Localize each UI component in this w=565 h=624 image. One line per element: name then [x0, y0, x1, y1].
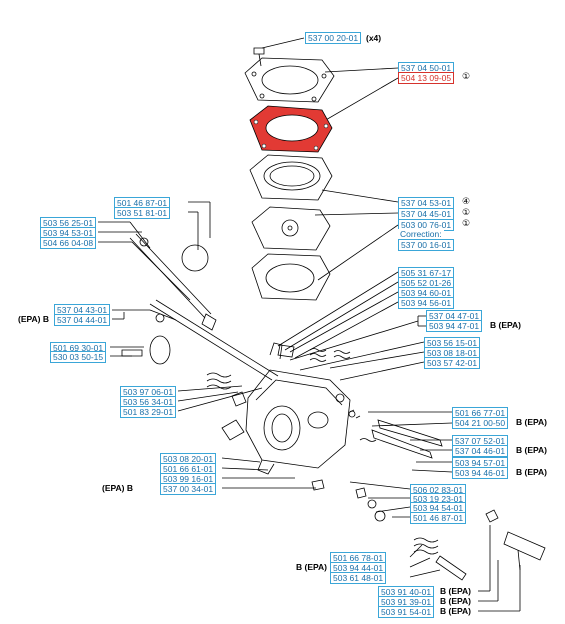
part-label-p48[interactable]: 503 91 54-01 [378, 606, 435, 618]
part-label-p32[interactable]: 537 04 46-01 [452, 445, 509, 457]
part-label-p25[interactable]: 503 57 42-01 [424, 357, 481, 369]
quantity-note: (x4) [366, 33, 382, 43]
part-label-p20[interactable]: 537 04 44-01 [54, 314, 111, 326]
b-epa-note: B (EPA) [516, 417, 548, 427]
circle-4-marker: ④ [462, 197, 471, 207]
b-epa-note: B (EPA) [440, 596, 472, 606]
circle-1-marker: ① [462, 72, 471, 82]
epa-b-note: (EPA) B [102, 483, 134, 493]
circle-1-marker: ① [462, 208, 471, 218]
b-epa-note: B (EPA) [490, 320, 522, 330]
part-label-p16[interactable]: 503 94 56-01 [398, 297, 455, 309]
b-epa-note: B (EPA) [516, 445, 548, 455]
correction-note: Correction: [398, 229, 444, 239]
part-label-p34[interactable]: 503 94 46-01 [452, 467, 509, 479]
part-label-p12[interactable]: 504 66 04-08 [40, 237, 97, 249]
part-label-p45[interactable]: 503 61 48-01 [330, 572, 387, 584]
part-label-p7[interactable]: 537 00 16-01 [398, 239, 455, 251]
part-label-p38[interactable]: 537 00 34-01 [160, 483, 217, 495]
part-label-p18[interactable]: 503 94 47-01 [426, 320, 483, 332]
part-label-p9[interactable]: 503 51 81-01 [114, 207, 171, 219]
b-epa-note: B (EPA) [516, 467, 548, 477]
part-label-p3[interactable]: 504 13 09-05 [398, 72, 455, 84]
b-epa-note: B (EPA) [440, 606, 472, 616]
b-epa-note: B (EPA) [440, 586, 472, 596]
part-label-p42[interactable]: 501 46 87-01 [410, 512, 467, 524]
part-label-p1[interactable]: 537 00 20-01 [305, 32, 362, 44]
part-label-p28[interactable]: 501 83 29-01 [120, 406, 177, 418]
circle-1-marker: ① [462, 219, 471, 229]
epa-b-note: (EPA) B [18, 314, 50, 324]
part-label-p23[interactable]: 530 03 50-15 [50, 351, 107, 363]
part-label-p30[interactable]: 504 21 00-50 [452, 417, 509, 429]
b-epa-note: B (EPA) [296, 562, 328, 572]
